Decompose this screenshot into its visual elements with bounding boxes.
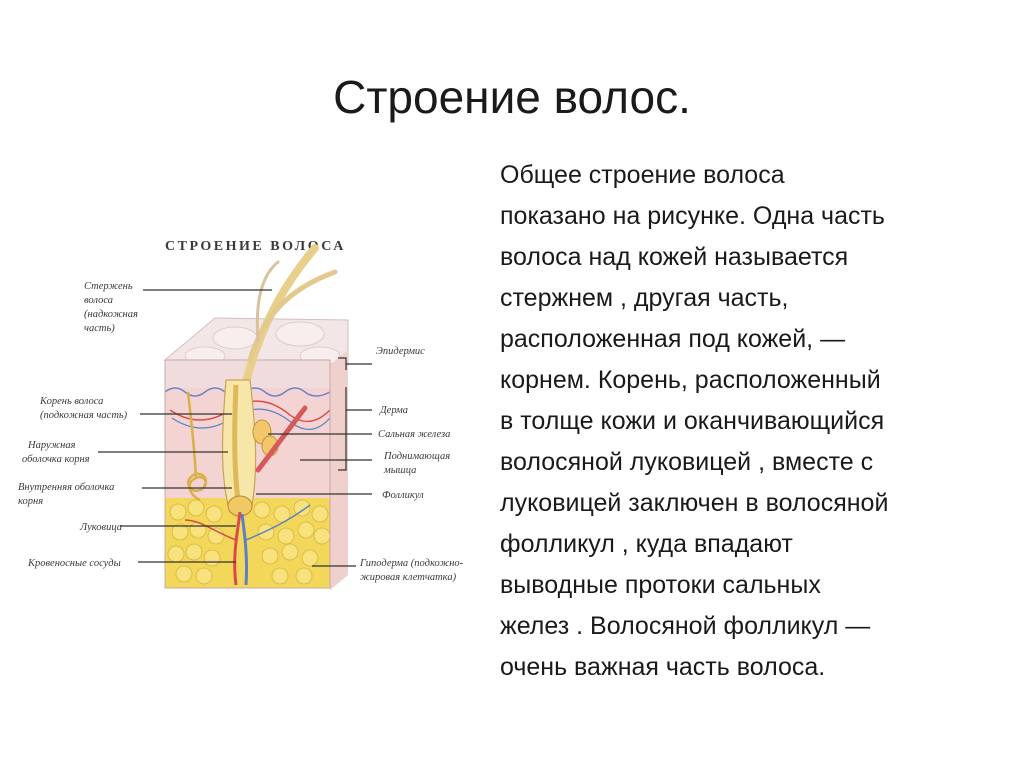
paragraph-line: в толще кожи и оканчивающийся [500, 401, 1005, 442]
paragraph-line: очень важная часть волоса. [500, 647, 1005, 688]
paragraph-line: расположенная под кожей, — [500, 319, 1005, 360]
label-sebaceous: Сальная железа [378, 429, 450, 440]
label-follicle: Фолликул [382, 490, 424, 501]
paragraph-line: корнем. Корень, расположенный [500, 360, 1005, 401]
paragraph-line: показано на рисунке. Одна часть [500, 196, 1005, 237]
paragraph-line: выводные протоки сальных [500, 565, 1005, 606]
label-bulb: Луковица [79, 522, 122, 533]
label-vessels: Кровеносные сосуды [27, 558, 121, 569]
label-hypodermis: Гиподерма (подкожно- жировая клетчатка) [359, 558, 466, 583]
paragraph-line: волоса над кожей называется [500, 237, 1005, 278]
paragraph-line: волосяной луковицей , вместе с [500, 442, 1005, 483]
paragraph-line: Общее строение волоса [500, 155, 1005, 196]
label-root: Корень волоса (подкожная часть) [39, 396, 128, 421]
hair-structure-figure: СТРОЕНИЕ ВОЛОСА [0, 0, 500, 620]
label-muscle: Поднимающая мышца [383, 451, 453, 476]
body-paragraph: Общее строение волоса показано на рисунк… [500, 155, 1005, 688]
epidermis-cell [213, 327, 257, 349]
paragraph-line: стержнем , другая часть, [500, 278, 1005, 319]
epidermis-cell [276, 322, 324, 346]
label-epidermis: Эпидермис [376, 346, 425, 357]
label-outer-sheath: Наружная оболочка корня [22, 440, 90, 465]
paragraph-line: луковицей заключен в волосяной [500, 483, 1005, 524]
paragraph-line: желез . Волосяной фолликул — [500, 606, 1005, 647]
label-shaft: Стержень волоса (надкожная часть) [84, 281, 141, 334]
label-dermis: Дерма [379, 405, 408, 416]
label-inner-sheath: Внутренняя оболочка корня [18, 482, 117, 507]
paragraph-line: фолликул , куда впадают [500, 524, 1005, 565]
